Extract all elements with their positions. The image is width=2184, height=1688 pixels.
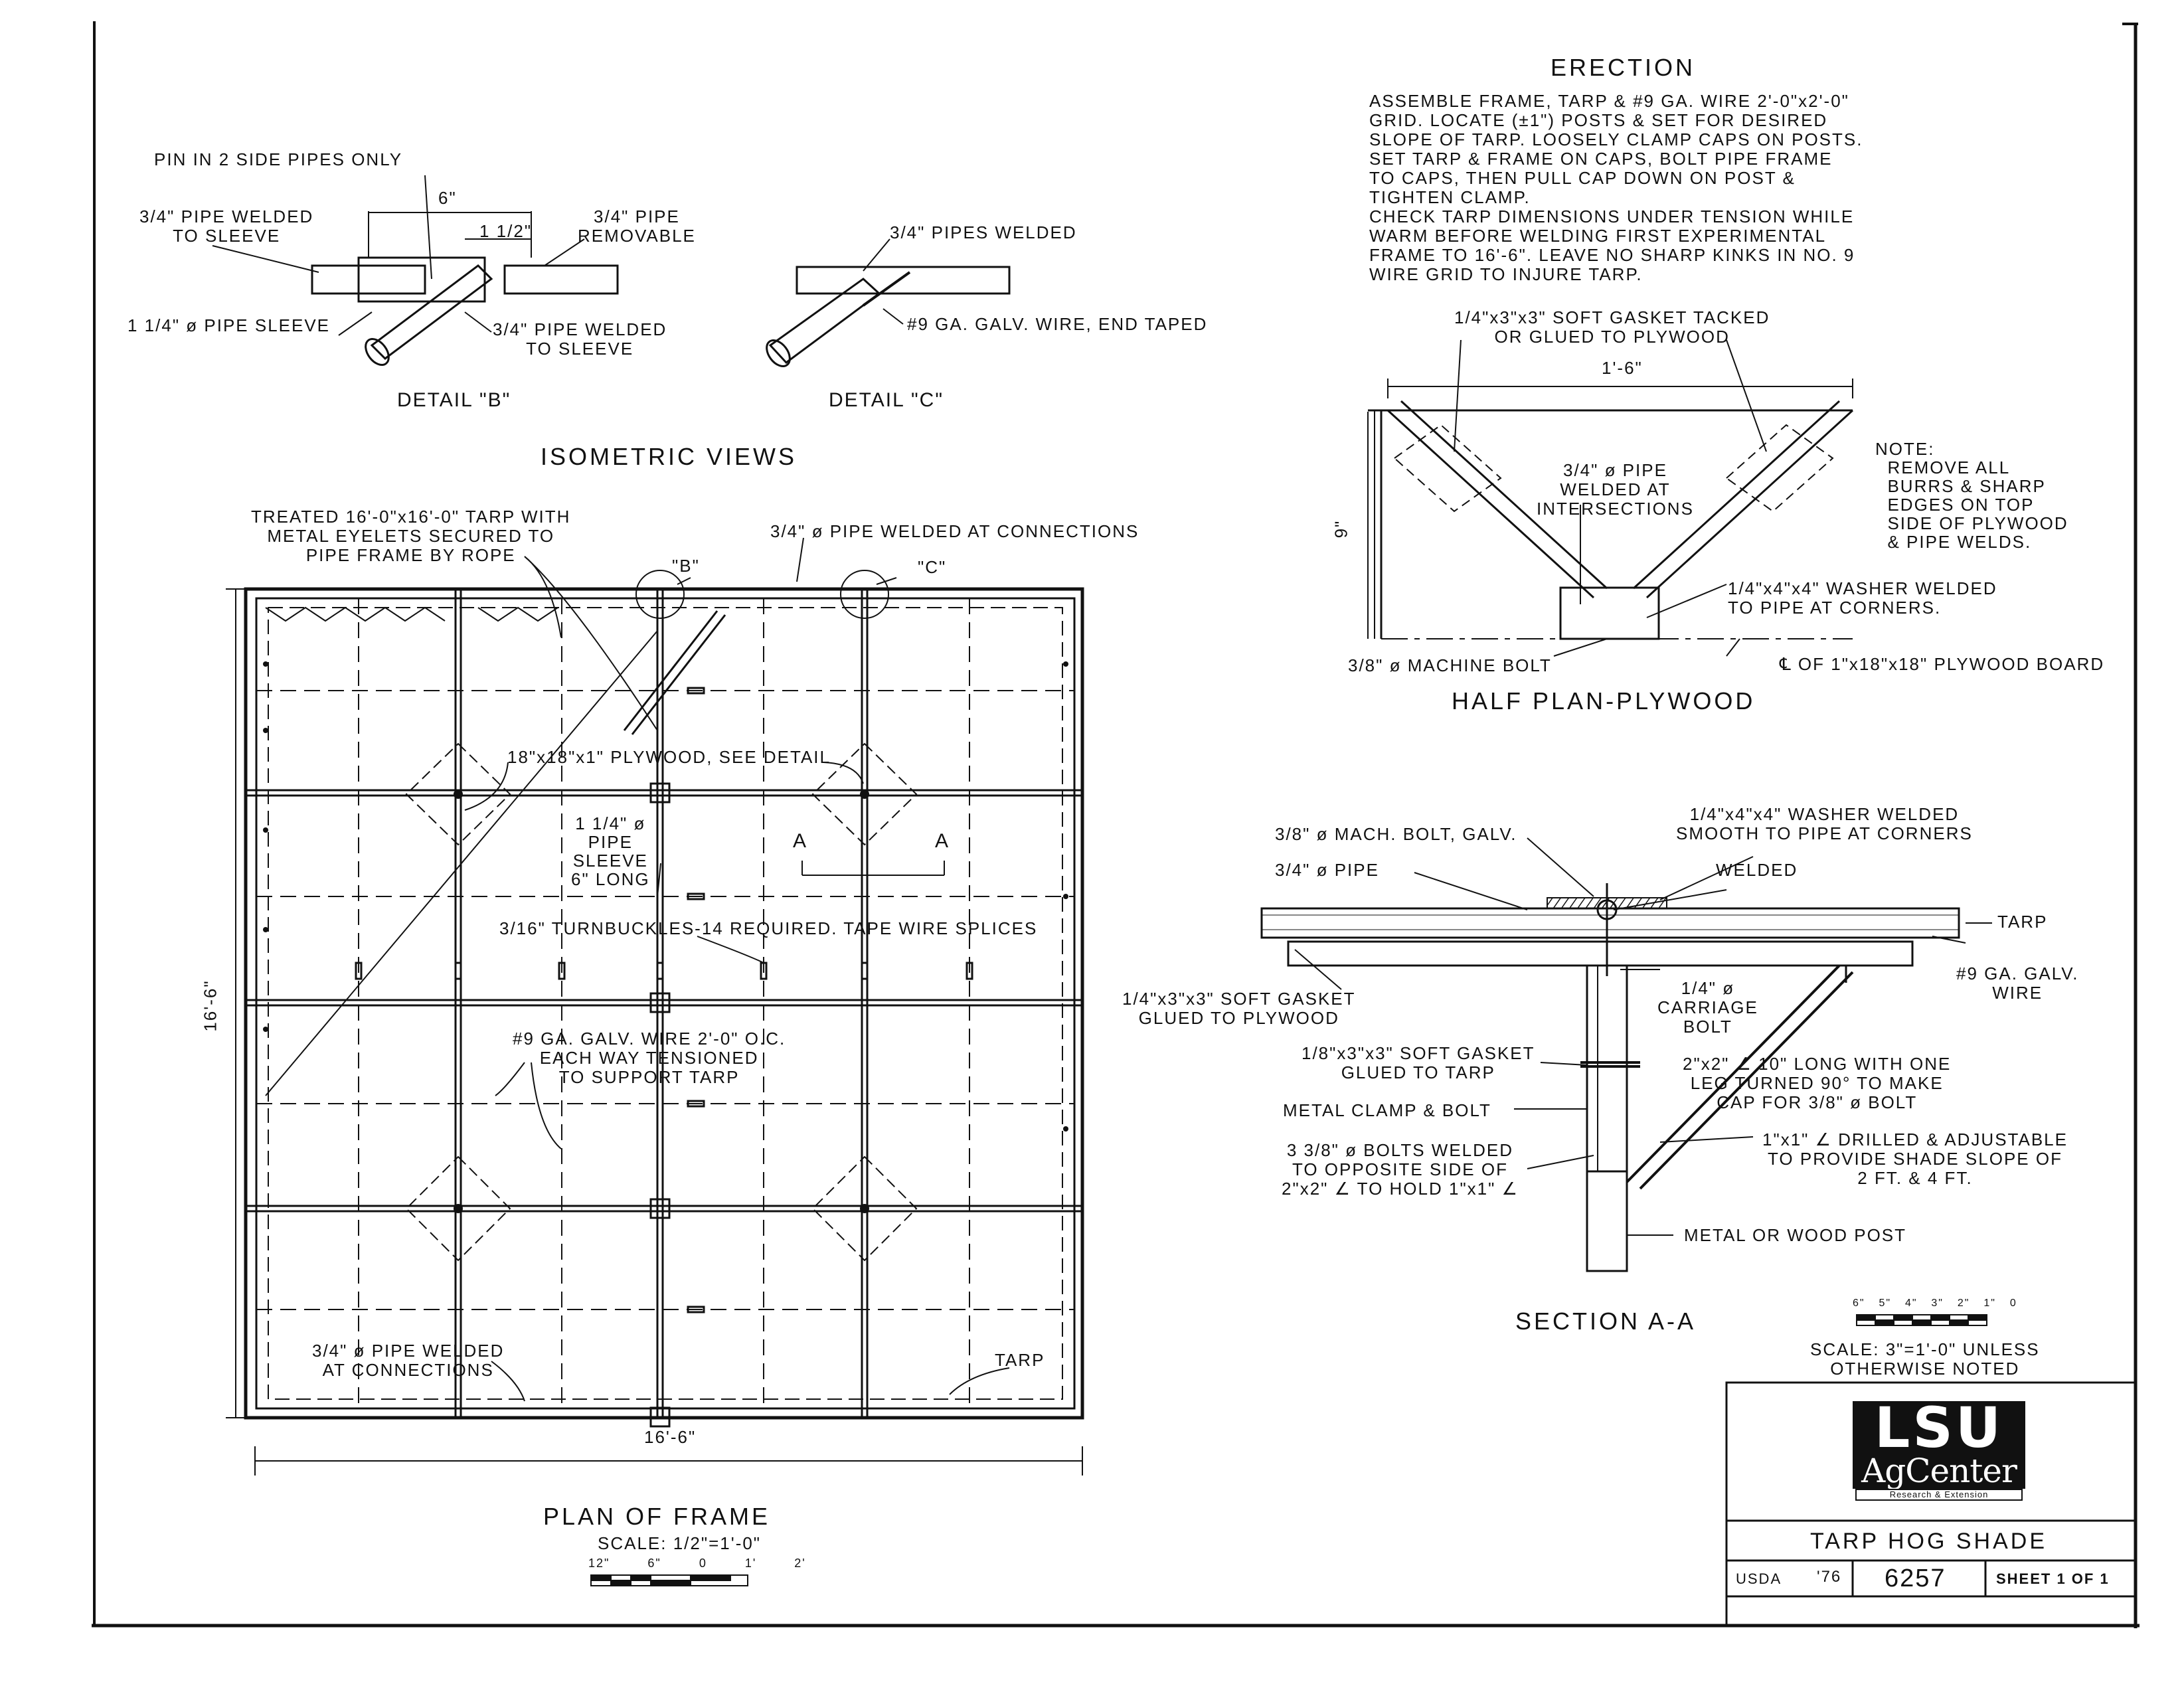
section-angle-cap: 2"x2" ∠ 10" LONG WITH ONE LEG TURNED 90°… bbox=[1683, 1054, 1952, 1112]
half-plan-washer: 1/4"x4"x4" WASHER WELDED TO PIPE AT CORN… bbox=[1728, 578, 1997, 618]
detail-b-pin-note: PIN IN 2 SIDE PIPES ONLY bbox=[154, 149, 403, 169]
section-scale-bar bbox=[1856, 1314, 1987, 1326]
plan-scale-ticks: 12" 6" 0 1' 2' bbox=[588, 1557, 806, 1570]
section-tarp: TARP bbox=[1997, 912, 2048, 932]
plan-turnbuckles: 3/16" TURNBUCKLES-14 REQUIRED. TAPE WIRE… bbox=[499, 918, 1038, 938]
detail-b-pipe-welded-sleeve: 3/4" PIPE WELDED TO SLEEVE bbox=[139, 207, 314, 246]
plan-plywood-note: 18"x18"x1" PLYWOOD, SEE DETAIL bbox=[507, 747, 831, 767]
section-title: SECTION A-A bbox=[1515, 1308, 1697, 1335]
logo-subtitle: Research & Extension bbox=[1855, 1489, 2023, 1501]
plan-dim-width: 16'-6" bbox=[644, 1427, 697, 1447]
section-gasket-plywood: 1/4"x3"x3" SOFT GASKET GLUED TO PLYWOOD bbox=[1122, 989, 1356, 1029]
detail-b-pipe-welded-sleeve-2: 3/4" PIPE WELDED TO SLEEVE bbox=[493, 319, 667, 359]
title-number: 6257 bbox=[1885, 1564, 1946, 1592]
detail-b-dim-6: 6" bbox=[438, 188, 457, 208]
detail-c-drawing bbox=[766, 238, 1011, 367]
section-carriage-bolt: 1/4" ø CARRIAGE BOLT bbox=[1657, 978, 1758, 1037]
section-drilled-angle: 1"x1" ∠ DRILLED & ADJUSTABLE TO PROVIDE … bbox=[1762, 1130, 2068, 1188]
detail-c-caption: DETAIL "C" bbox=[829, 389, 944, 411]
plan-pipe-welded-top: 3/4" ø PIPE WELDED AT CONNECTIONS bbox=[770, 521, 1139, 541]
half-plan-dim-height: 9" bbox=[1331, 519, 1351, 539]
section-wire: #9 GA. GALV. WIRE bbox=[1956, 964, 2079, 1003]
detail-c-pipes-welded: 3/4" PIPES WELDED bbox=[890, 222, 1077, 242]
section-a-a-drawing bbox=[1260, 837, 1992, 1272]
title-agency: USDA bbox=[1736, 1570, 1782, 1587]
lsu-agcenter-logo: LSU AgCenter Research & Extension bbox=[1853, 1400, 2025, 1501]
plan-scale: SCALE: 1/2"=1'-0" bbox=[598, 1533, 762, 1553]
section-clamp: METAL CLAMP & BOLT bbox=[1283, 1100, 1491, 1120]
logo-agcenter-text: AgCenter bbox=[1853, 1453, 2025, 1489]
half-plan-centerline: ℄ OF 1"x18"x18" PLYWOOD BOARD bbox=[1780, 654, 2105, 674]
half-plan-machine-bolt: 3/8" ø MACHINE BOLT bbox=[1348, 655, 1552, 675]
title-sheet: SHEET 1 OF 1 bbox=[1996, 1570, 2110, 1587]
detail-b-dim-1-5: 1 1/2" bbox=[479, 221, 533, 241]
detail-b-drawing bbox=[212, 175, 619, 366]
half-plan-note: NOTE: REMOVE ALL BURRS & SHARP EDGES ON … bbox=[1875, 439, 2068, 552]
section-scale: SCALE: 3"=1'-0" UNLESS OTHERWISE NOTED bbox=[1810, 1339, 2040, 1379]
detail-b-pipe-removable: 3/4" PIPE REMOVABLE bbox=[578, 207, 696, 246]
detail-c-wire: #9 GA. GALV. WIRE, END TAPED bbox=[907, 314, 1208, 334]
section-pipe: 3/4" ø PIPE bbox=[1275, 860, 1379, 880]
plan-marker-b: "B" bbox=[672, 556, 700, 576]
title-block-frame bbox=[1725, 1381, 2137, 1627]
erection-notes: ASSEMBLE FRAME, TARP & #9 GA. WIRE 2'-0"… bbox=[1369, 91, 1863, 284]
half-plan-drawing bbox=[1367, 339, 1854, 657]
plan-scale-bar bbox=[590, 1574, 748, 1586]
plan-title: PLAN OF FRAME bbox=[543, 1503, 771, 1530]
plan-tarp-label: TARP bbox=[995, 1350, 1045, 1370]
logo-lsu-text: LSU bbox=[1853, 1400, 2025, 1456]
plan-of-frame bbox=[226, 537, 1084, 1476]
section-scale-ticks: 6" 5" 4" 3" 2" 1" 0 bbox=[1853, 1298, 2017, 1309]
half-plan-title: HALF PLAN-PLYWOOD bbox=[1452, 687, 1756, 715]
section-post: METAL OR WOOD POST bbox=[1684, 1225, 1907, 1245]
isometric-views-title: ISOMETRIC VIEWS bbox=[541, 443, 798, 470]
plan-marker-c: "C" bbox=[918, 557, 947, 577]
plan-dim-height: 16'-6" bbox=[200, 979, 220, 1032]
section-welded: WELDED bbox=[1716, 860, 1798, 880]
detail-b-caption: DETAIL "B" bbox=[397, 389, 511, 411]
section-bolts-welded: 3 3/8" ø BOLTS WELDED TO OPPOSITE SIDE O… bbox=[1282, 1140, 1519, 1199]
plan-tarp-note: TREATED 16'-0"x16'-0" TARP WITH METAL EY… bbox=[251, 507, 571, 565]
plan-pipe-welded-bottom: 3/4" ø PIPE WELDED AT CONNECTIONS bbox=[312, 1341, 505, 1380]
plan-section-a-left: A bbox=[793, 830, 808, 852]
plan-wire-note: #9 GA. GALV. WIRE 2'-0" O.C. EACH WAY TE… bbox=[513, 1029, 786, 1087]
half-plan-gasket: 1/4"x3"x3" SOFT GASKET TACKED OR GLUED T… bbox=[1454, 307, 1770, 347]
drawing-title: TARP HOG SHADE bbox=[1810, 1529, 2048, 1554]
section-gasket-tarp: 1/8"x3"x3" SOFT GASKET GLUED TO TARP bbox=[1302, 1043, 1535, 1083]
detail-b-pipe-sleeve: 1 1/4" ø PIPE SLEEVE bbox=[127, 315, 331, 335]
plan-sleeve-note: 1 1/4" ø PIPE SLEEVE 6" LONG bbox=[571, 813, 650, 889]
section-mach-bolt: 3/8" ø MACH. BOLT, GALV. bbox=[1275, 824, 1517, 844]
half-plan-dim-width: 1'-6" bbox=[1602, 358, 1643, 378]
section-washer: 1/4"x4"x4" WASHER WELDED SMOOTH TO PIPE … bbox=[1676, 804, 1973, 844]
half-plan-pipe-note: 3/4" ø PIPE WELDED AT INTERSECTIONS bbox=[1537, 460, 1694, 519]
title-year: '76 bbox=[1817, 1568, 1842, 1586]
erection-title: ERECTION bbox=[1551, 54, 1696, 81]
plan-section-a-right: A bbox=[935, 830, 950, 852]
